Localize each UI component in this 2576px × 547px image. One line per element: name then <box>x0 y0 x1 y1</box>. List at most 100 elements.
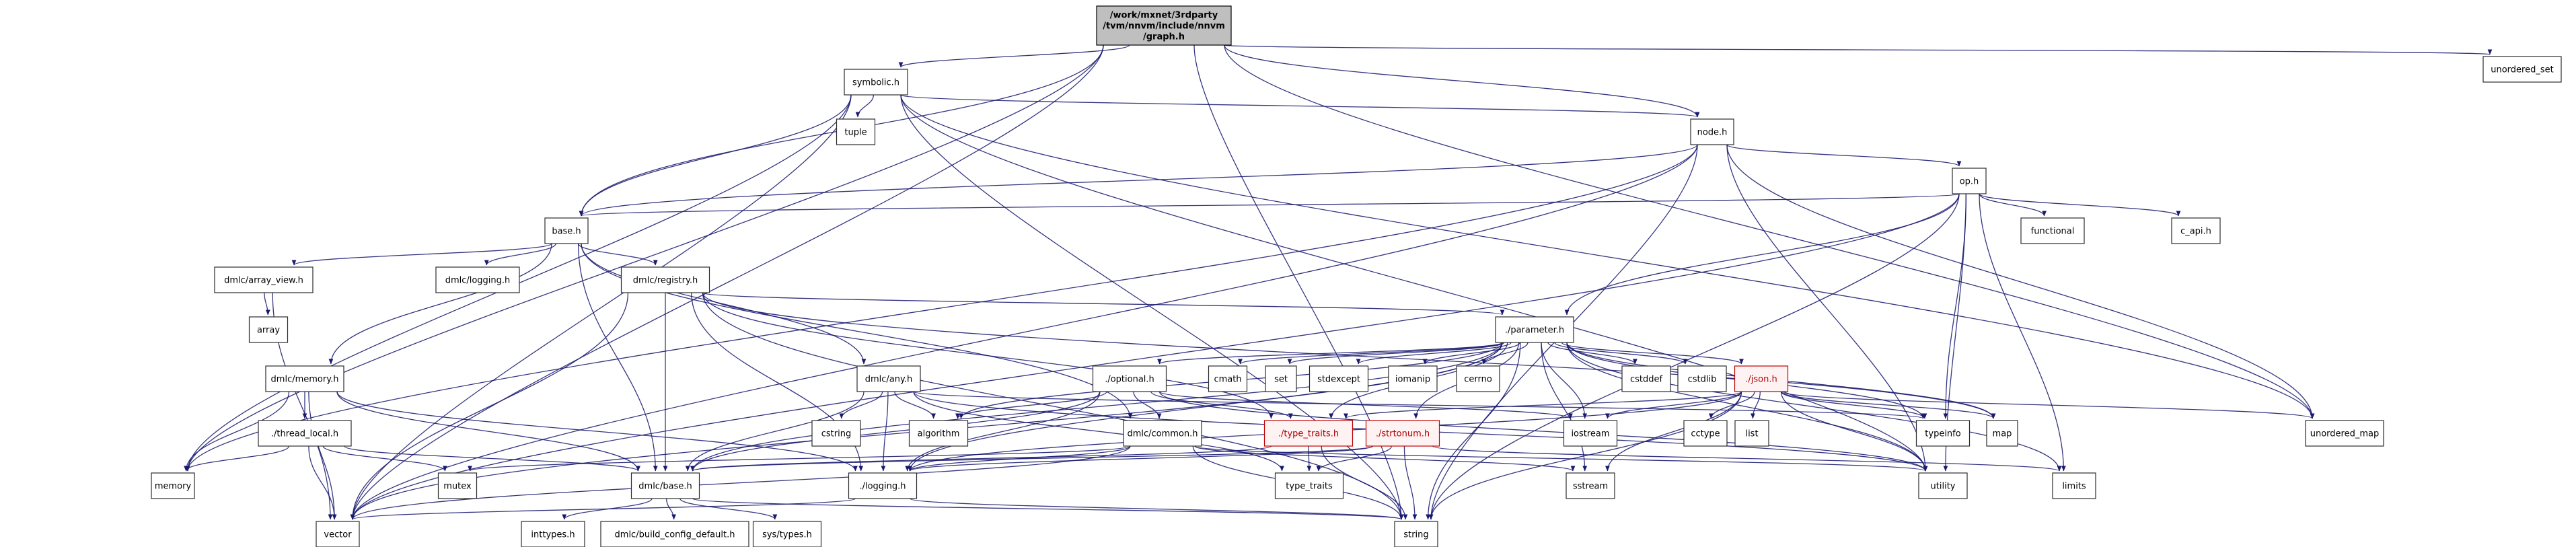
include-edge-symbolic-to-vector <box>350 94 852 520</box>
include-edge-parameter-to-cstdlib <box>1554 342 1688 365</box>
node-box <box>1621 365 1671 392</box>
node-box <box>437 472 478 499</box>
node-label: functional <box>2031 227 2075 237</box>
node-label: set <box>1274 375 1288 385</box>
include-edge-optional-to-dmlc_base <box>690 391 1101 472</box>
node-label: cstring <box>821 429 851 439</box>
include-edge-registry-to-map <box>702 292 1996 419</box>
include-edge-strtonum-to-logging <box>908 445 1374 472</box>
include-edge-json-to-typeinfo <box>1780 391 1927 419</box>
graph-node-sstream: sstream <box>1566 472 1615 499</box>
graph-node-dmlc_memory[interactable]: dmlc/memory.h <box>265 365 344 392</box>
node-box <box>1918 472 1968 499</box>
graph-node-any[interactable]: dmlc/any.h <box>856 365 921 392</box>
include-edge-json-to-utility <box>1780 391 1928 472</box>
graph-node-algorithm: algorithm <box>908 420 969 447</box>
graph-node-c_api[interactable]: c_api.h <box>2171 217 2221 244</box>
graph-node-functional: functional <box>2020 217 2085 244</box>
graph-node-json[interactable]: ./json.h <box>1734 365 1789 392</box>
node-label: string <box>1403 530 1428 540</box>
graph-node-base[interactable]: base.h <box>544 217 589 244</box>
node-box <box>2305 420 2384 447</box>
node-layer: /work/mxnet/3rdparty/tvm/nnvm/include/nn… <box>151 5 2562 547</box>
node-box <box>435 266 520 293</box>
include-edge-array_view-to-array <box>264 292 270 316</box>
include-edge-node-to-base <box>579 144 1698 217</box>
node-label: op.h <box>1960 177 1979 187</box>
node-box <box>844 69 908 96</box>
node-label: dmlc/common.h <box>1127 429 1198 439</box>
graph-node-logging[interactable]: ./logging.h <box>848 472 918 499</box>
node-label: utility <box>1931 482 1956 492</box>
graph-node-vector: vector <box>316 521 360 547</box>
graph-node-cstring: cstring <box>811 420 861 447</box>
graph-node-thread_local[interactable]: ./thread_local.h <box>258 420 352 447</box>
include-edge-common-to-mutex <box>468 445 1131 472</box>
node-box <box>316 521 360 547</box>
node-box <box>1309 365 1369 392</box>
graph-node-symbolic[interactable]: symbolic.h <box>844 69 908 96</box>
graph-node-memory: memory <box>151 472 195 499</box>
graph-node-std_type_traits: type_traits <box>1274 472 1344 499</box>
node-box <box>521 521 585 547</box>
node-label: ./parameter.h <box>1505 326 1564 336</box>
include-edge-dmlc_base-to-string <box>692 498 1403 520</box>
graph-node-typeinfo: typeinfo <box>1915 420 1971 447</box>
graph-node-cmath: cmath <box>1208 365 1248 392</box>
node-label: sstream <box>1573 482 1608 492</box>
node-box <box>1677 365 1727 392</box>
node-box <box>1263 420 1354 447</box>
graph-node-list: list <box>1734 420 1769 447</box>
node-label: sys/types.h <box>762 530 812 540</box>
node-box <box>1683 420 1728 447</box>
include-edge-thread_local-to-dmlc_base <box>344 445 640 472</box>
node-label: ./thread_local.h <box>271 429 338 439</box>
include-edge-graph-to-unordered_map <box>1224 44 2315 419</box>
graph-node-unordered_map: unordered_map <box>2305 420 2384 447</box>
node-box <box>214 266 314 293</box>
graph-node-strtonum[interactable]: ./strtonum.h <box>1365 420 1440 447</box>
include-edge-parameter-to-cstddef <box>1547 342 1637 365</box>
graph-node-sys_types: sys/types.h <box>752 521 822 547</box>
graph-node-type_traits_h[interactable]: ./type_traits.h <box>1263 420 1354 447</box>
include-edge-symbolic-to-tuple <box>855 94 875 118</box>
include-edge-any-to-logging <box>881 391 889 472</box>
node-label: algorithm <box>918 429 960 439</box>
node-box <box>1208 365 1248 392</box>
graph-node-node[interactable]: node.h <box>1690 118 1734 145</box>
include-edge-json-to-map <box>1780 391 1996 419</box>
graph-node-array_view[interactable]: dmlc/array_view.h <box>214 266 314 293</box>
graph-node-common[interactable]: dmlc/common.h <box>1123 420 1202 447</box>
include-edge-op-to-vector <box>350 193 1960 520</box>
include-edge-graph-to-vector <box>350 44 1104 520</box>
node-label: ./type_traits.h <box>1278 429 1339 439</box>
include-edge-thread_local-to-mutex <box>322 445 447 472</box>
node-label: inttypes.h <box>531 530 575 540</box>
graph-node-dmlc_logging[interactable]: dmlc/logging.h <box>435 266 520 293</box>
graph-node-build_config[interactable]: dmlc/build_config_default.h <box>600 521 749 547</box>
graph-node-stdexcept: stdexcept <box>1309 365 1369 392</box>
include-edge-graph-to-node <box>1224 44 1700 118</box>
graph-node-parameter[interactable]: ./parameter.h <box>1495 316 1574 343</box>
graph-node-op[interactable]: op.h <box>1952 168 1987 194</box>
graph-node-optional[interactable]: ./optional.h <box>1092 365 1167 392</box>
graph-node-dmlc_base[interactable]: dmlc/base.h <box>630 472 700 499</box>
include-edge-logging-to-string <box>909 498 1404 520</box>
include-edge-json-to-iostream <box>1605 391 1742 419</box>
graph-node-limits: limits <box>2052 472 2096 499</box>
include-edge-registry-to-parameter <box>702 292 1504 316</box>
graph-node-array: array <box>248 316 289 343</box>
node-box <box>248 316 289 343</box>
node-box <box>2020 217 2085 244</box>
include-edge-node-to-utility <box>1726 144 1928 472</box>
node-label: vector <box>324 530 352 540</box>
node-box <box>1092 365 1167 392</box>
include-edge-node-to-vector <box>350 144 1698 520</box>
node-box <box>600 521 749 547</box>
include-edge-op-to-limits <box>1979 193 2066 472</box>
node-label: dmlc/any.h <box>865 375 912 385</box>
node-box <box>151 472 195 499</box>
graph-node-registry[interactable]: dmlc/registry.h <box>620 266 710 293</box>
node-label: type_traits <box>1286 482 1333 492</box>
